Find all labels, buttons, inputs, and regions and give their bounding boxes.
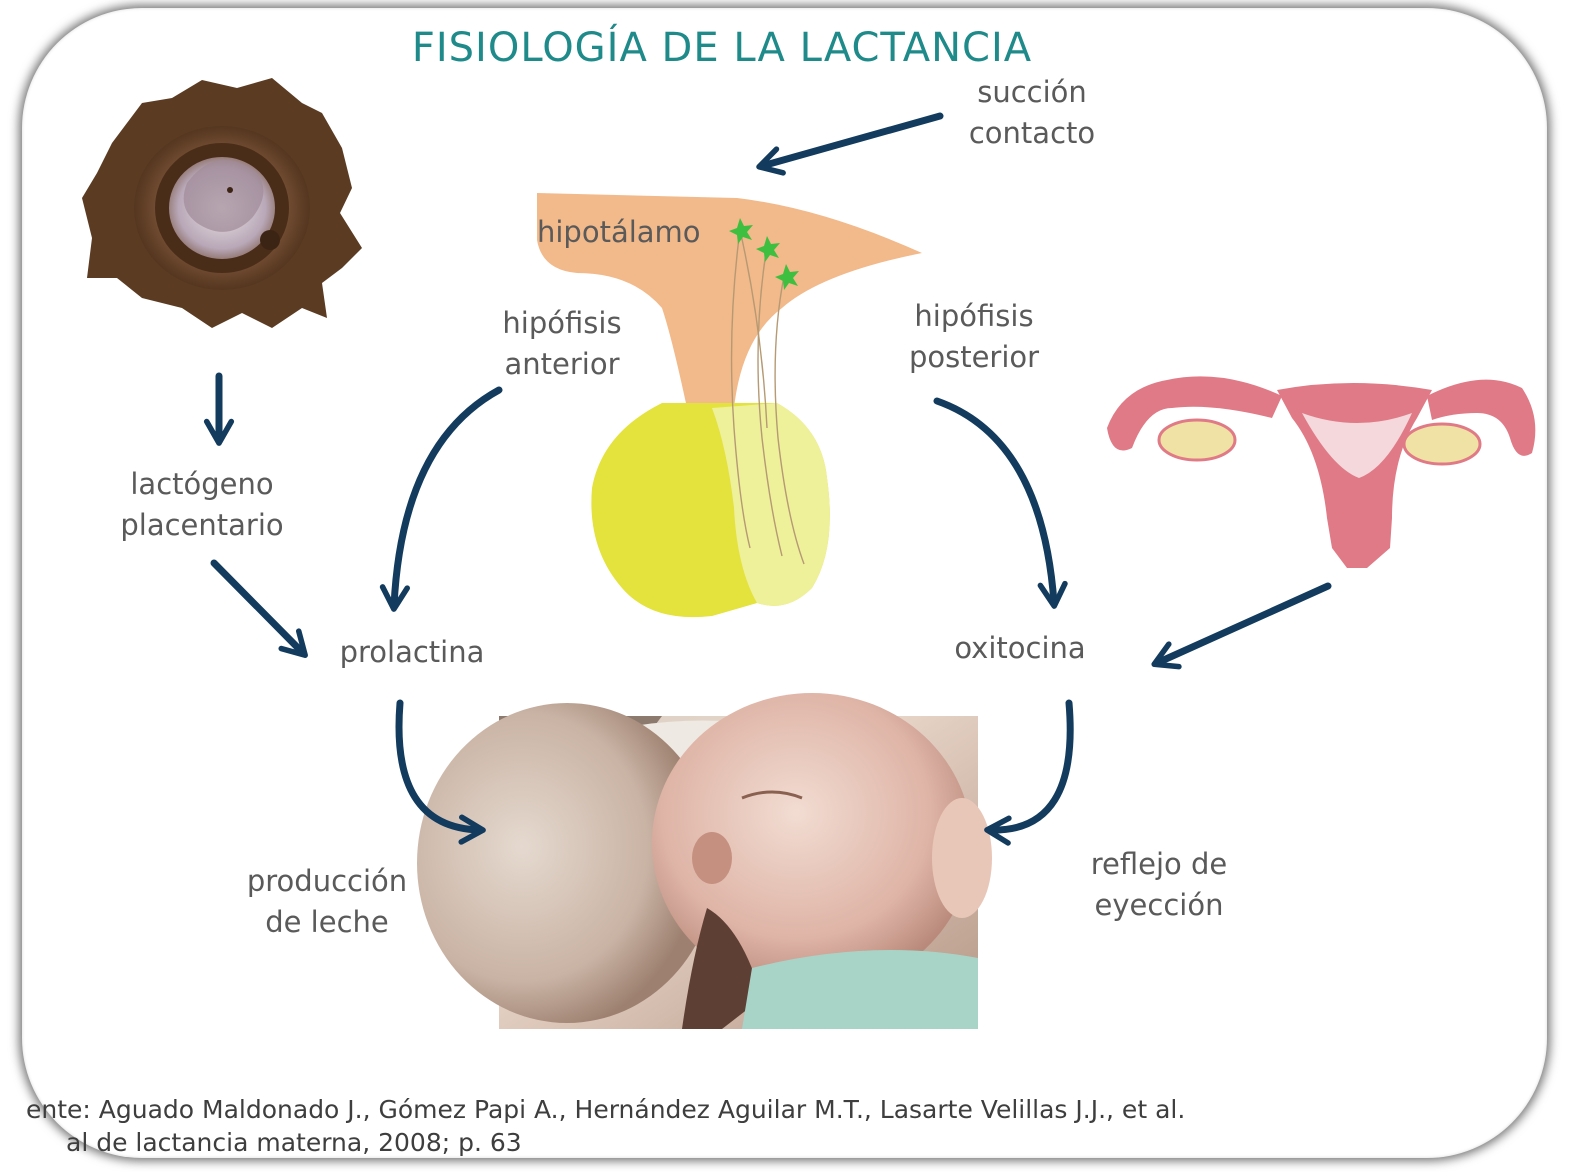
arrow-posterior-to-oxitocina [933, 397, 1068, 609]
arrow-uterus-to-oxitocina [1151, 582, 1332, 670]
arrow-lactogeno-to-prolactina [210, 559, 308, 658]
diagram-title: FISIOLOGÍA DE LA LACTANCIA [411, 25, 1033, 71]
diagram-canvas [82, 78, 1536, 1029]
label-hipotalamo: hipotálamo [537, 215, 701, 249]
arrow-anterior-to-prolactina [379, 386, 503, 612]
breastfeeding-photo [417, 693, 992, 1029]
label-prolactina: prolactina [339, 635, 485, 669]
label-lactogeno-placentario: lactógeno placentario [120, 467, 284, 542]
source-citation: ente: Aguado Maldonado J., Gómez Papi A.… [26, 1095, 1186, 1157]
arrow-oxitocina-to-reflejo [984, 699, 1074, 846]
label-succion-contacto: succión contacto [968, 75, 1096, 150]
arrow-succion-to-hipotalamo [756, 112, 944, 176]
label-hipofisis-posterior: hipófisis posterior [908, 299, 1040, 374]
placenta-illustration [82, 78, 362, 328]
label-hipofisis-anterior: hipófisis anterior [502, 306, 622, 381]
arrow-prolactina-to-produccion [395, 699, 486, 845]
arrows [203, 112, 1332, 846]
hypothalamus-pituitary-illustration [537, 193, 922, 618]
label-reflejo-de-eyeccion: reflejo de eyección [1090, 847, 1228, 922]
uterus-illustration [1107, 376, 1536, 568]
diagram-card: FISIOLOGÍA DE LA LACTANCIA succión conta… [22, 8, 1547, 1158]
label-produccion-de-leche: producción de leche [246, 864, 408, 939]
label-oxitocina: oxitocina [954, 631, 1086, 665]
